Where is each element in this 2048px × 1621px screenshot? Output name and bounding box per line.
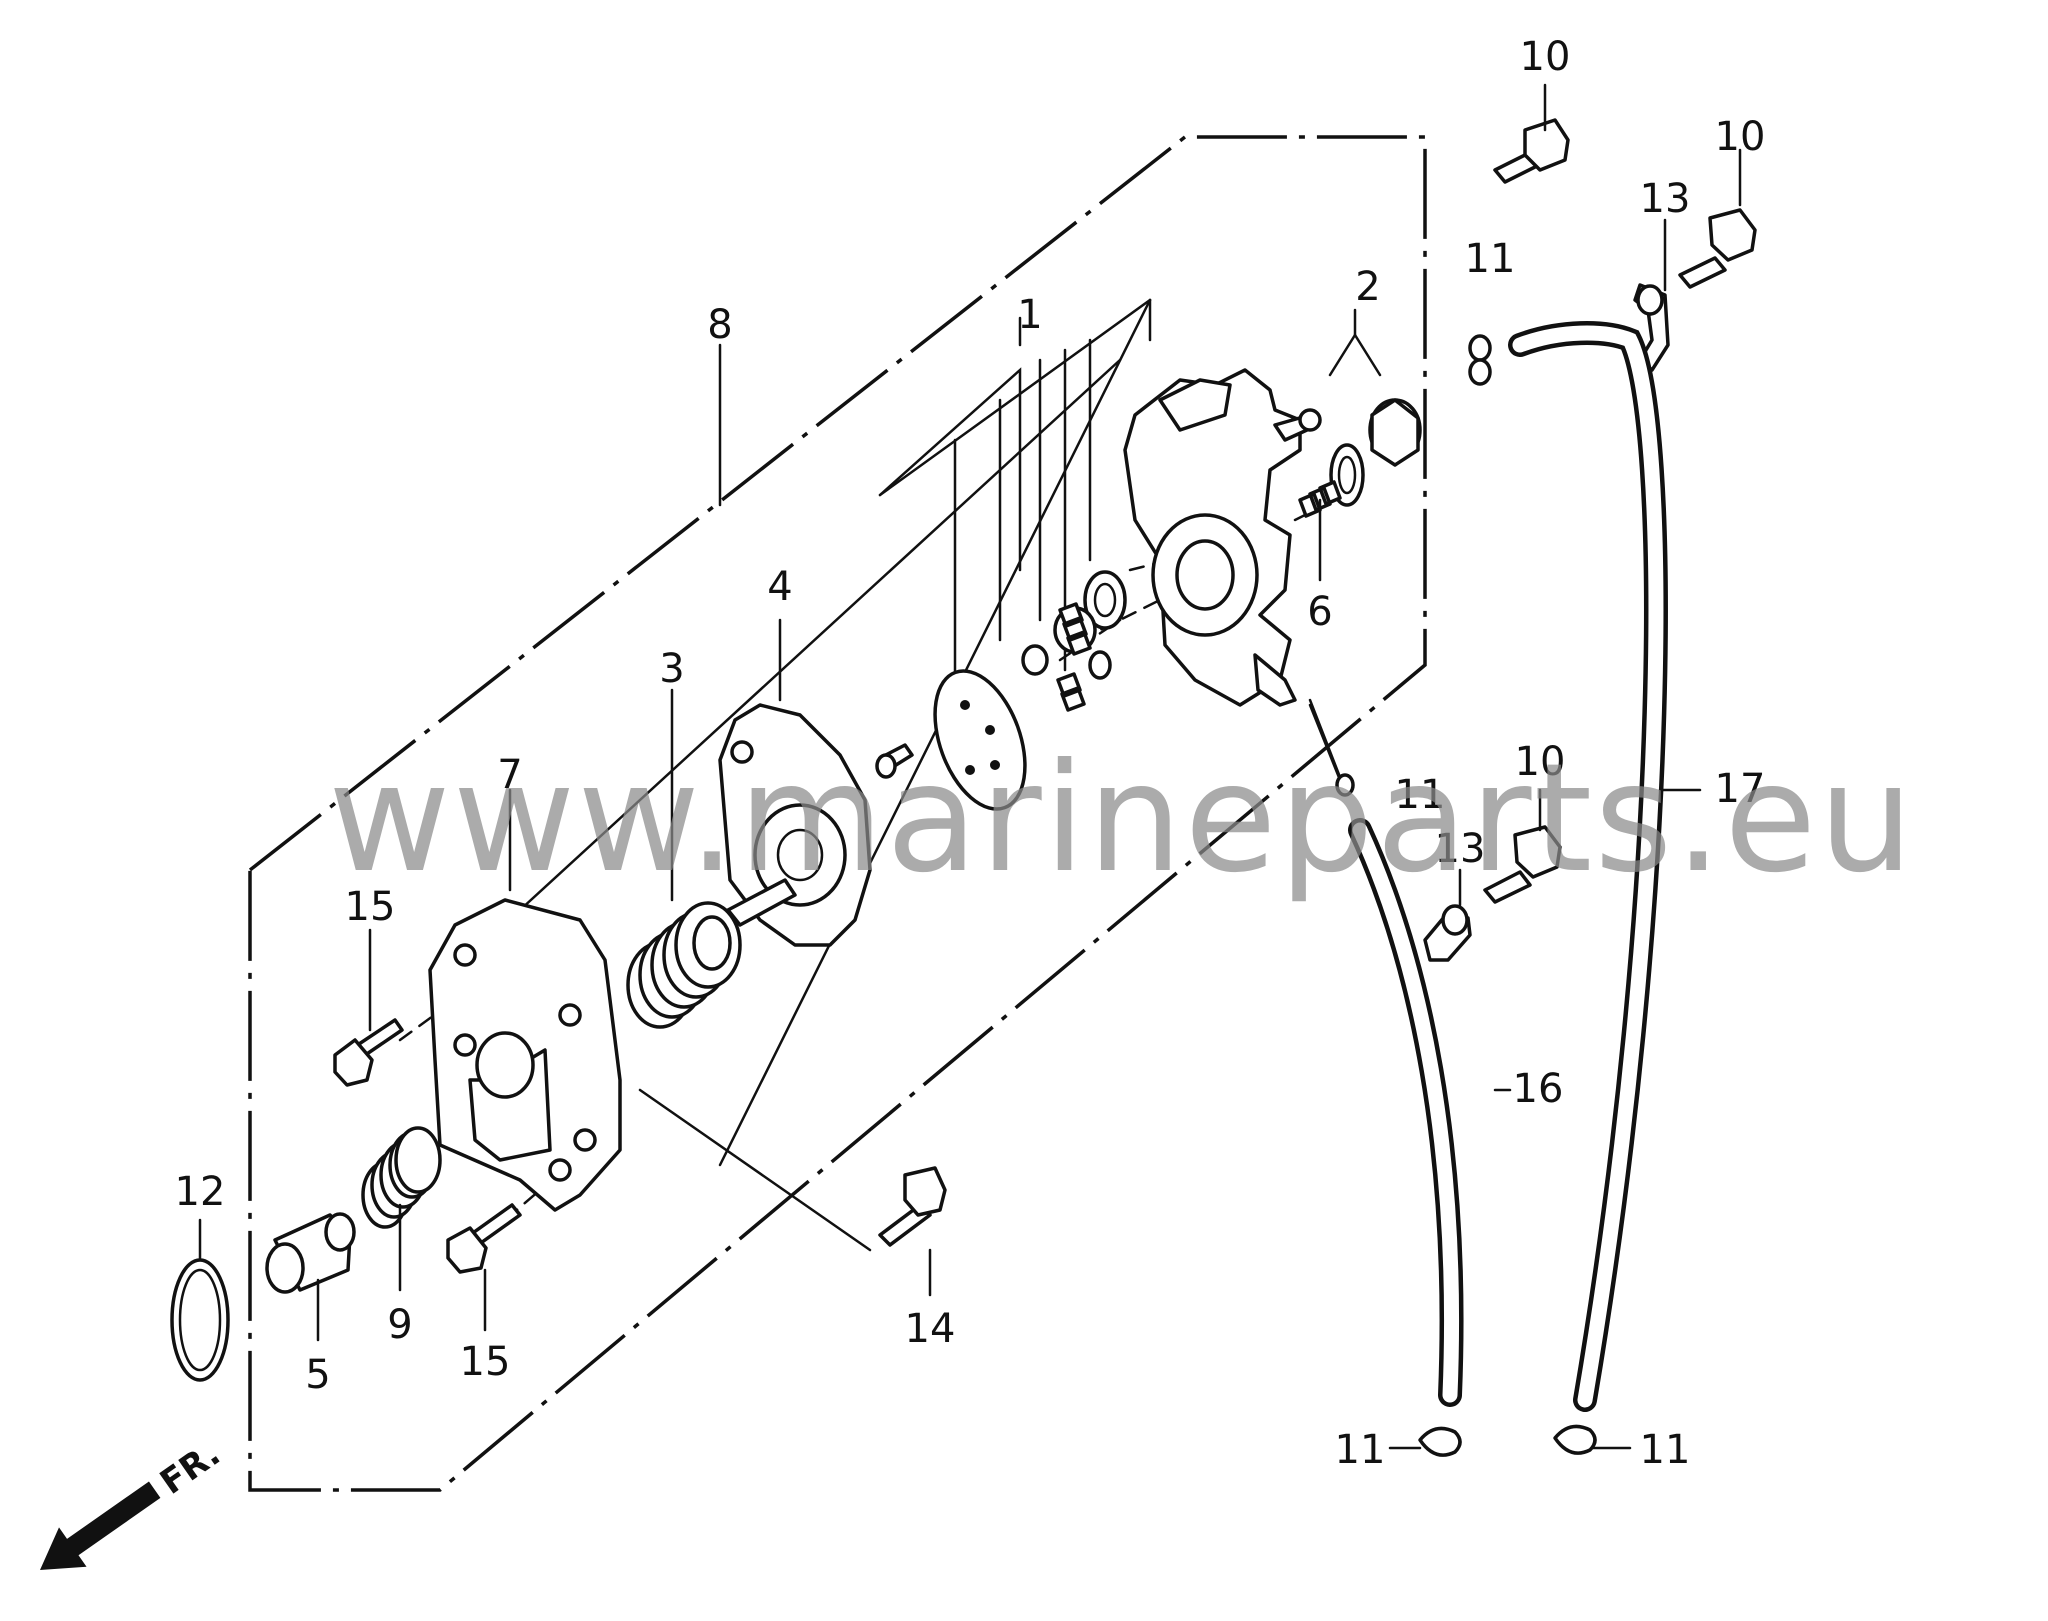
callout-7: 7 bbox=[497, 752, 522, 798]
large-spring bbox=[626, 901, 742, 1029]
callout-11-upper: 11 bbox=[1465, 236, 1516, 282]
callout-14: 14 bbox=[905, 1306, 956, 1352]
callout-15-upper: 15 bbox=[345, 884, 396, 930]
hose-clamps bbox=[1308, 334, 1597, 1457]
callout-2: 2 bbox=[1355, 264, 1380, 310]
callout-15-lower: 15 bbox=[460, 1339, 511, 1385]
pump-housing bbox=[428, 898, 622, 1212]
o-ring bbox=[170, 1258, 230, 1382]
callout-leaders bbox=[198, 83, 1742, 1450]
callout-5: 5 bbox=[305, 1352, 330, 1398]
callout-12: 12 bbox=[175, 1169, 226, 1215]
bolts bbox=[333, 118, 1757, 1274]
callout-13-upper: 13 bbox=[1640, 176, 1691, 222]
callout-3: 3 bbox=[659, 646, 684, 692]
callout-9: 9 bbox=[387, 1302, 412, 1348]
callout-6: 6 bbox=[1307, 589, 1332, 635]
direction-indicator: FR. bbox=[40, 1434, 228, 1570]
callout-11-bottom-left: 11 bbox=[1335, 1427, 1386, 1473]
assembly-boundary bbox=[248, 135, 1427, 1492]
direction-label: FR. bbox=[153, 1434, 228, 1503]
callout-10-right: 10 bbox=[1715, 114, 1766, 160]
callout-1: 1 bbox=[1017, 292, 1042, 338]
callout-10-top: 10 bbox=[1520, 34, 1571, 80]
hoses bbox=[1348, 321, 1668, 1412]
hose-clips bbox=[1423, 283, 1670, 962]
arrow-icon bbox=[40, 1481, 161, 1570]
valve-plug bbox=[265, 1212, 356, 1294]
callout-13-lower: 13 bbox=[1435, 826, 1486, 872]
small-spring bbox=[361, 1126, 442, 1229]
callout-10-middle: 10 bbox=[1515, 739, 1566, 785]
callout-11-middle: 11 bbox=[1395, 772, 1446, 818]
cap-assembly bbox=[1298, 398, 1422, 518]
callout-11-bottom-right: 11 bbox=[1640, 1427, 1691, 1473]
callout-16: 16 bbox=[1513, 1066, 1564, 1112]
callout-8: 8 bbox=[707, 302, 732, 348]
pump-body bbox=[1123, 368, 1322, 707]
valve-parts bbox=[875, 570, 1127, 811]
callout-4: 4 bbox=[767, 564, 792, 610]
callout-17: 17 bbox=[1715, 766, 1766, 812]
callouts: 1 2 3 4 5 6 7 8 9 10 10 10 11 11 11 11 1… bbox=[175, 34, 1766, 1473]
pump-cover bbox=[718, 703, 872, 947]
watermark: www.marineparts.eu bbox=[328, 732, 1916, 906]
